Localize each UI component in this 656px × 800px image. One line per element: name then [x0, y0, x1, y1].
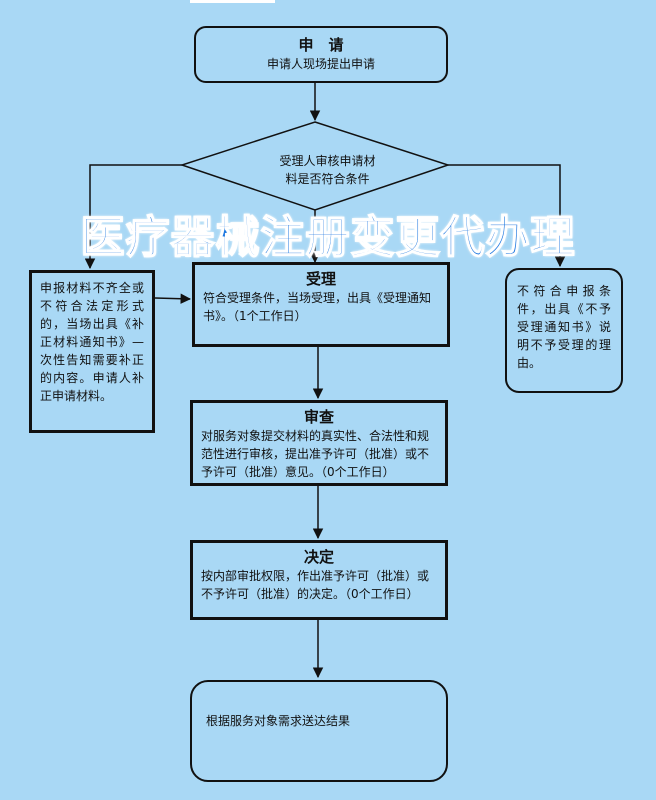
apply-text: 申请人现场提出申请 [266, 57, 375, 71]
accept-title: 受理 [305, 270, 336, 288]
decide-title: 决定 [303, 548, 334, 566]
left-note-box: 申报材料不齐全或不符合法定形式的，当场出具《补正材料通知书》—次性告知需要补正的… [29, 270, 155, 433]
arrow-check-to-right-note [448, 164, 566, 268]
arrow-check-to-left-note [84, 164, 182, 270]
accept-text: 符合受理条件，当场受理，出具《受理通知书》。（1个工作日） [203, 291, 432, 323]
check-text: 受理人审核申请材 料是否符合条件 [279, 154, 376, 186]
right-note-box: 不符合申报条件，出具《不予受理通知书》说明不予受理的理由。 [505, 268, 623, 393]
banner-title: 医疗器械注册变更代办理 [80, 211, 576, 264]
accept-box: 受理 符合受理条件，当场受理，出具《受理通知书》。（1个工作日） [192, 262, 450, 347]
top-edge-strip [190, 0, 275, 3]
result-box: 根据服务对象需求送达结果 [190, 680, 448, 782]
decide-text: 按内部审批权限，作出准予许可（批准）或不予许可（批准）的决定。（0个工作日） [201, 569, 430, 601]
apply-title: 申 请 [298, 36, 344, 54]
left-note-text: 申报材料不齐全或不符合法定形式的，当场出具《补正材料通知书》—次性告知需要补正的… [40, 281, 144, 403]
apply-box: 申 请 申请人现场提出申请 [194, 26, 448, 83]
decide-box: 决定 按内部审批权限，作出准予许可（批准）或不予许可（批准）的决定。（0个工作日… [190, 540, 448, 620]
right-note-text: 不符合申报条件，出具《不予受理通知书》说明不予受理的理由。 [517, 284, 611, 370]
review-title: 审查 [303, 408, 334, 426]
arrow-left-note-to-accept [154, 293, 192, 304]
review-box: 审查 对服务对象提交材料的真实性、合法性和规范性进行审核，提出准予许可（批准）或… [190, 400, 448, 486]
review-text: 对服务对象提交材料的真实性、合法性和规范性进行审核，提出准予许可（批准）或不予许… [201, 429, 430, 479]
result-text: 根据服务对象需求送达结果 [206, 714, 351, 728]
